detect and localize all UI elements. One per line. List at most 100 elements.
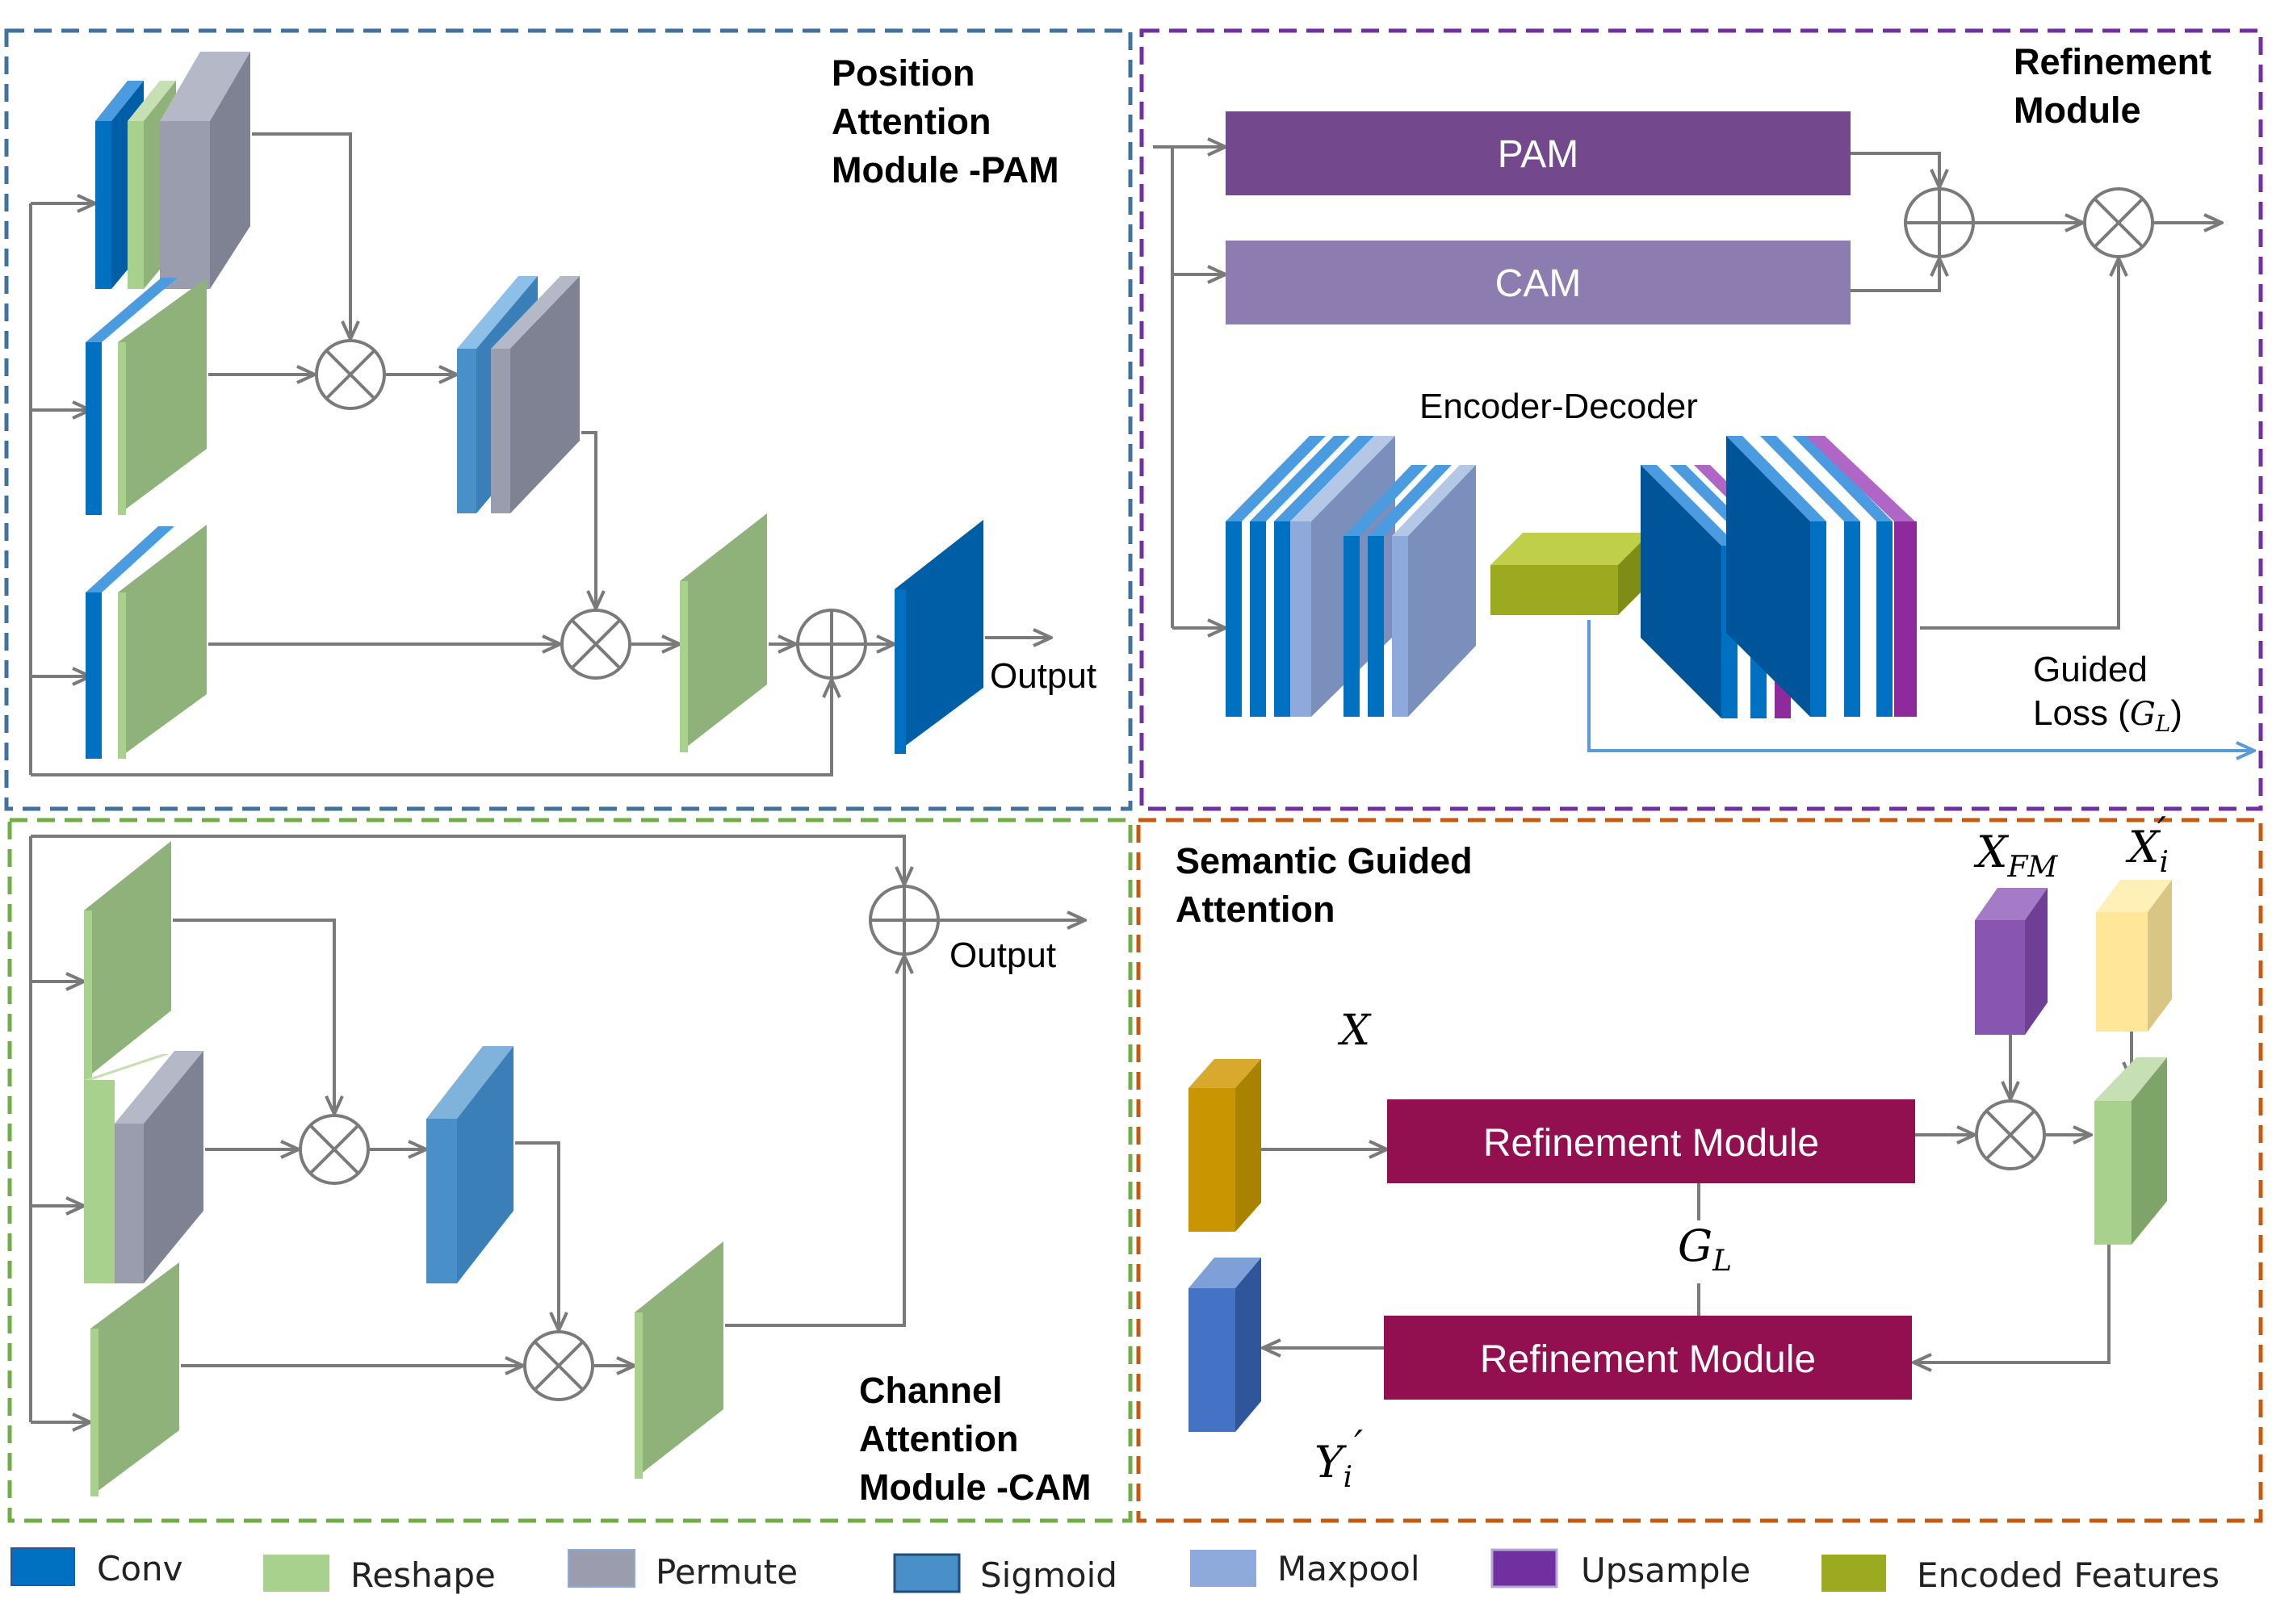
- reshape-block: [84, 1080, 115, 1283]
- refinement-module-top: [1387, 1099, 1915, 1183]
- input-x-block: [1188, 1059, 1261, 1232]
- legend-item-reshape: Reshape: [263, 1555, 496, 1595]
- pam-output-label: Output: [990, 656, 1096, 696]
- pam-block-label: PAM: [1498, 133, 1578, 176]
- legend-item-encoded-features: Encoded Features: [1821, 1555, 2220, 1595]
- reshape-block: [118, 592, 126, 759]
- legend-swatch: [263, 1555, 329, 1592]
- legend-swatch: [10, 1547, 75, 1586]
- conv-block: [1343, 536, 1360, 717]
- cam-block: [1226, 241, 1851, 324]
- y-prime-symbol: Yi′: [1314, 1422, 1363, 1494]
- conv-block: [1274, 521, 1290, 717]
- guided-loss-arrow: [1587, 620, 2254, 751]
- pam-arrow-attn-to-mult2: [581, 431, 596, 609]
- legend-swatch: [893, 1553, 961, 1593]
- pam-title-line-3: Module -PAM: [832, 149, 1059, 190]
- cam-skip-connection: [31, 835, 904, 885]
- encoder-decoder-label: Encoder-Decoder: [1419, 387, 1698, 426]
- pam-title-line-1: Position: [832, 52, 975, 94]
- conv-block: [95, 81, 144, 121]
- cam-panel-border: [7, 818, 1133, 1523]
- legend-swatch: [1490, 1548, 1558, 1588]
- reshape-block: [84, 910, 92, 1080]
- legend-label: Permute: [656, 1552, 798, 1592]
- sga-reshape-block: [2094, 1057, 2167, 1245]
- conv-block: [1250, 521, 1266, 717]
- reshape-block: [90, 1329, 99, 1496]
- cam-title-line-3: Module -CAM: [859, 1467, 1091, 1508]
- reshape-block: [635, 1312, 643, 1479]
- cam-arrow-sigmoid-to-mult2: [515, 1141, 559, 1330]
- gl-symbol: GL: [1678, 1220, 1732, 1278]
- legend: Conv Reshape Permute Sigmoid Maxpool Ups…: [10, 1547, 2220, 1595]
- legend-item-upsample: Upsample: [1490, 1548, 1750, 1590]
- sga-panel: Semantic Guided Attention X Refinement M…: [1176, 809, 2172, 1494]
- legend-item-conv: Conv: [10, 1547, 183, 1588]
- sga-title-line-1: Semantic Guided: [1176, 840, 1473, 881]
- cam-title-line-1: Channel: [859, 1370, 1003, 1411]
- decoder-stack: [1641, 436, 1917, 718]
- refinement-title-line-2: Module: [2014, 90, 2140, 131]
- pam-row2-stack: [86, 278, 207, 515]
- reshape-block: [128, 81, 176, 121]
- legend-item-permute: Permute: [568, 1549, 798, 1592]
- legend-swatch: [1821, 1555, 1886, 1592]
- legend-swatch: [1190, 1550, 1256, 1587]
- cam-arrow-row1-to-mult: [173, 919, 334, 1114]
- cam-block-label: CAM: [1495, 262, 1582, 305]
- reshape-block: [118, 342, 126, 515]
- legend-label: Sigmoid: [980, 1555, 1117, 1595]
- refinement-panel: Refinement Module PAM CAM Encoder-Decode…: [1153, 41, 2254, 751]
- pam-panel-border: [4, 28, 1133, 811]
- output-y-block: [1188, 1258, 1261, 1432]
- cam-panel: Channel Attention Module -CAM: [29, 835, 1091, 1508]
- sigmoid-block: [457, 349, 476, 513]
- legend-swatch: [568, 1549, 635, 1588]
- xfm-block: [1975, 888, 2048, 1035]
- xi-prime-block: [2096, 880, 2172, 1032]
- conv-block: [1368, 536, 1384, 717]
- pam-block: [1226, 111, 1851, 195]
- cam-output-reshape: [635, 1241, 723, 1479]
- conv-block: [895, 589, 906, 754]
- cam-sigmoid: [426, 1046, 514, 1283]
- sga-title-line-2: Attention: [1176, 889, 1335, 930]
- cam-arrow-reshape-to-add: [725, 956, 904, 1327]
- maxpool-block: [1290, 521, 1311, 717]
- refinement-title-line-1: Refinement: [2014, 41, 2211, 82]
- legend-label: Conv: [97, 1549, 183, 1588]
- conv-block: [1226, 521, 1242, 717]
- reshape-block: [680, 581, 688, 752]
- refinement-module-bottom: [1384, 1316, 1912, 1400]
- refinement-input-trunk: [1153, 145, 1174, 628]
- pam-row3-stack: [86, 525, 207, 759]
- pam-output-reshape: [680, 513, 767, 752]
- encoded-features-block: [1490, 533, 1650, 615]
- cam-row1-reshape: [84, 841, 171, 1080]
- pam-attention-stack: [457, 276, 580, 513]
- legend-label: Encoded Features: [1917, 1555, 2220, 1595]
- sga-arrow-reshape-to-refine-bottom: [1914, 1245, 2111, 1362]
- conv-block: [86, 592, 102, 759]
- pam-row1-stack: [95, 52, 250, 289]
- guided-loss-label: Loss (GL): [2033, 693, 2182, 737]
- refinement-module-top-label: Refinement Module: [1483, 1122, 1819, 1165]
- pam-panel: Position Attention Module -PAM: [29, 52, 1096, 776]
- cam-row2-stack: [84, 1051, 203, 1283]
- conv-block: [86, 342, 102, 515]
- pam-output-conv: [895, 520, 983, 754]
- x-symbol: X: [1337, 1007, 1372, 1055]
- permute-block: [160, 52, 250, 121]
- upsample-block: [1894, 521, 1917, 717]
- conv-block: [1844, 521, 1860, 717]
- pam-skip-connection: [31, 680, 832, 776]
- permute-block: [491, 349, 510, 513]
- conv-block: [1810, 521, 1826, 717]
- legend-item-sigmoid: Sigmoid: [893, 1553, 1117, 1595]
- cam-output-label: Output: [949, 935, 1056, 975]
- encoder-stack: [1226, 436, 1476, 717]
- legend-label: Upsample: [1581, 1551, 1750, 1590]
- legend-label: Reshape: [350, 1555, 496, 1595]
